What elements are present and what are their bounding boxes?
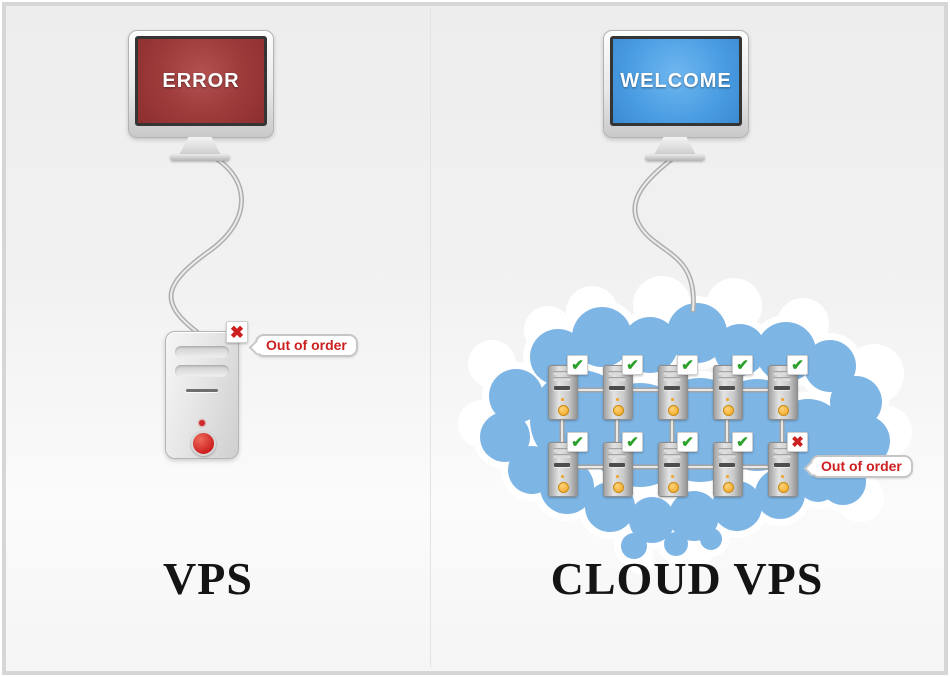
monitor-stand-right — [653, 137, 697, 157]
monitor-stand-left — [178, 137, 222, 157]
cloud-server: ✔ — [713, 432, 753, 497]
cloud-server: ✔ — [658, 432, 698, 497]
cloud-vps-caption: CLOUD VPS — [550, 553, 824, 604]
check-icon: ✔ — [732, 355, 753, 375]
cloud-server: ✔ — [603, 355, 643, 420]
server-led — [781, 398, 784, 401]
server-drive-slot — [719, 386, 735, 390]
cloud-server: ✔ — [548, 355, 588, 420]
tower-drive-slot — [186, 389, 218, 392]
vps-caption: VPS — [163, 553, 253, 604]
server-drive-slot — [664, 463, 680, 467]
check-icon: ✔ — [677, 432, 698, 452]
cross-icon: ✖ — [226, 321, 248, 343]
cloud-server: ✔ — [603, 432, 643, 497]
server-led — [561, 475, 564, 478]
check-icon: ✔ — [567, 355, 588, 375]
server-led — [726, 475, 729, 478]
check-icon: ✔ — [677, 355, 698, 375]
monitor-base-right — [645, 154, 705, 161]
server-power-button — [778, 482, 789, 493]
server-power-button — [723, 405, 734, 416]
server-led — [561, 398, 564, 401]
out-of-order-bubble-left: Out of order — [255, 334, 358, 357]
welcome-screen: WELCOME — [610, 36, 742, 126]
server-drive-slot — [664, 386, 680, 390]
tower-vent — [175, 346, 229, 358]
server-drive-slot — [554, 463, 570, 467]
server-power-button — [558, 482, 569, 493]
server-vent — [718, 377, 736, 381]
tower-led — [199, 420, 205, 426]
panel-divider — [430, 8, 431, 667]
server-power-button — [668, 482, 679, 493]
server-led — [671, 398, 674, 401]
server-led — [616, 398, 619, 401]
server-vent — [663, 377, 681, 381]
check-icon: ✔ — [787, 355, 808, 375]
error-screen-text: ERROR — [162, 69, 240, 92]
server-power-button — [778, 405, 789, 416]
check-icon: ✔ — [567, 432, 588, 452]
server-vent — [553, 377, 571, 381]
server-vent — [718, 454, 736, 458]
server-vent — [663, 454, 681, 458]
monitor-welcome: WELCOME — [603, 30, 749, 138]
server-power-button — [668, 405, 679, 416]
server-vent — [553, 454, 571, 458]
out-of-order-label: Out of order — [821, 458, 902, 474]
monitor-error: ERROR — [128, 30, 274, 138]
monitor-base-left — [170, 154, 230, 161]
welcome-screen-text: WELCOME — [620, 69, 732, 92]
error-screen: ERROR — [135, 36, 267, 126]
server-vent — [608, 454, 626, 458]
server-drive-slot — [774, 463, 790, 467]
server-power-button — [613, 405, 624, 416]
server-drive-slot — [554, 386, 570, 390]
server-drive-slot — [719, 463, 735, 467]
server-power-button — [558, 405, 569, 416]
server-vent — [773, 377, 791, 381]
server-led — [671, 475, 674, 478]
out-of-order-bubble-right: Out of order — [810, 455, 913, 478]
out-of-order-label: Out of order — [266, 337, 347, 353]
server-led — [616, 475, 619, 478]
cross-icon: ✖ — [787, 432, 808, 452]
server-drive-slot — [609, 386, 625, 390]
tower-vent — [175, 365, 229, 377]
cloud-server: ✖ — [768, 432, 808, 497]
cloud-server: ✔ — [548, 432, 588, 497]
server-led — [781, 475, 784, 478]
server-drive-slot — [609, 463, 625, 467]
server-vent — [608, 377, 626, 381]
cloud-server: ✔ — [768, 355, 808, 420]
server-led — [726, 398, 729, 401]
cloud-server: ✔ — [658, 355, 698, 420]
vps-server-tower — [165, 331, 239, 459]
server-vent — [773, 454, 791, 458]
check-icon: ✔ — [622, 432, 643, 452]
check-icon: ✔ — [622, 355, 643, 375]
cloud-server: ✔ — [713, 355, 753, 420]
tower-power-button — [191, 431, 216, 456]
server-drive-slot — [774, 386, 790, 390]
server-power-button — [613, 482, 624, 493]
check-icon: ✔ — [732, 432, 753, 452]
server-power-button — [723, 482, 734, 493]
